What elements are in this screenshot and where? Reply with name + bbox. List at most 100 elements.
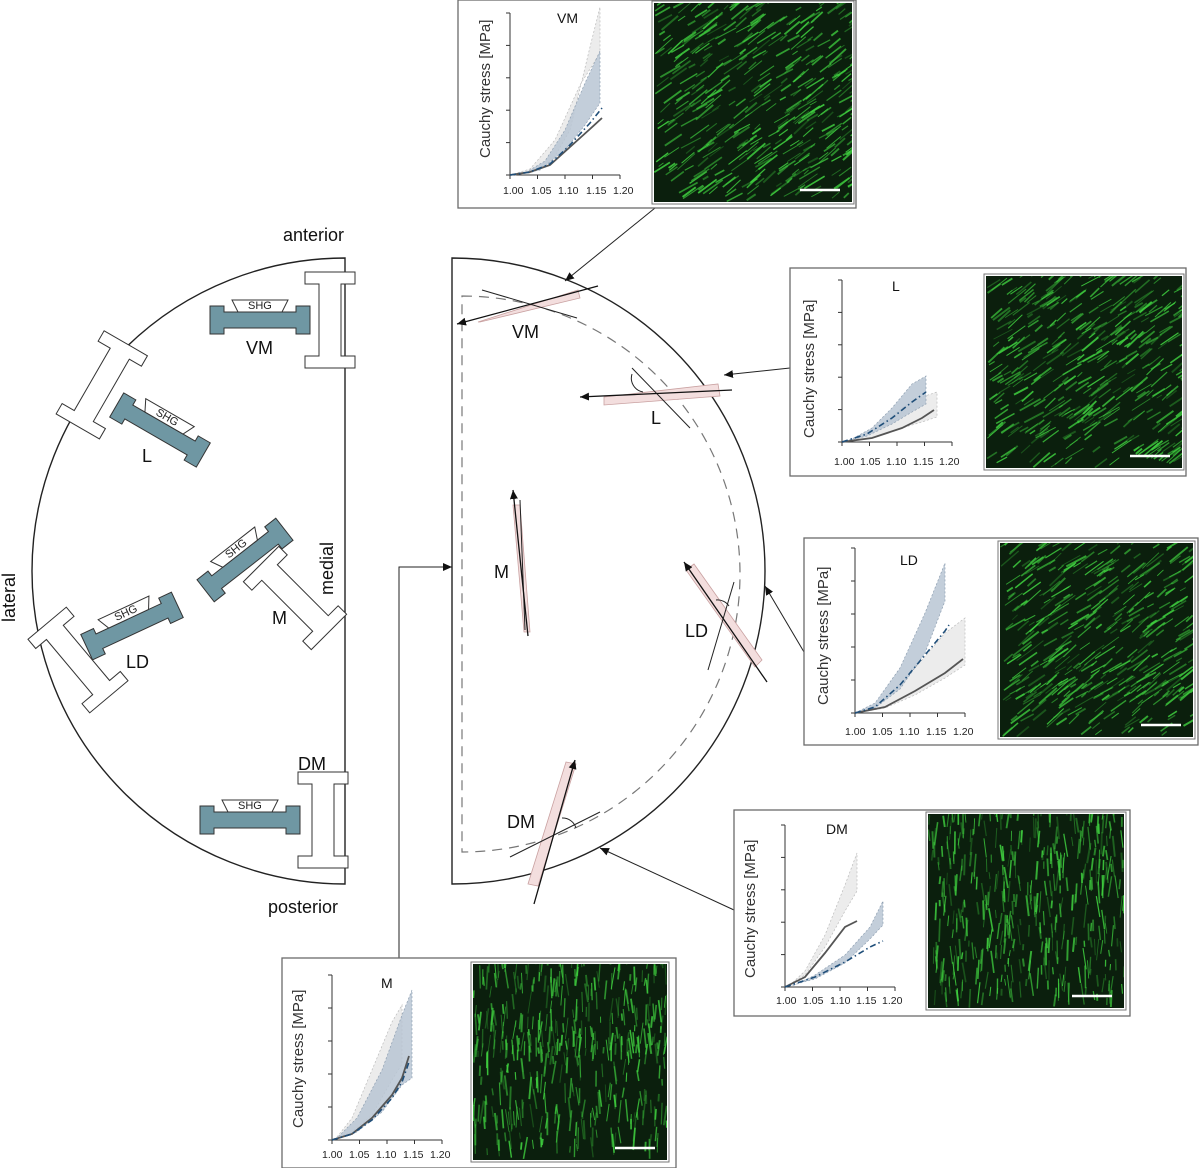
fiber-strand — [541, 1049, 543, 1062]
fiber-strand — [1125, 350, 1138, 358]
fiber-strand — [1173, 455, 1182, 463]
fiber-strand — [576, 1055, 580, 1066]
fiber-strand — [1132, 410, 1146, 421]
fiber-strand — [703, 8, 719, 19]
fiber-strand — [775, 182, 782, 188]
fiber-strand — [1049, 319, 1057, 327]
fiber-strand — [1162, 609, 1175, 618]
fiber-strand — [996, 377, 1005, 384]
fiber-strand — [1001, 864, 1004, 876]
orientation-dm-axis — [509, 811, 601, 858]
fiber-strand — [1178, 686, 1185, 693]
fiber-strand — [1146, 408, 1154, 414]
fiber-strand — [550, 976, 553, 999]
fiber-strand — [1027, 319, 1039, 328]
fiber-strand — [1056, 294, 1067, 303]
fiber-strand — [1159, 417, 1178, 432]
fiber-strand — [1040, 293, 1047, 299]
fiber-strand — [1150, 333, 1162, 346]
fiber-strand — [938, 918, 941, 942]
fiber-strand — [707, 3, 715, 9]
fiber-strand — [1000, 403, 1010, 411]
fiber-strand — [688, 89, 708, 106]
fiber-strand — [684, 165, 694, 171]
fiber-strand — [1120, 624, 1131, 633]
fiber-strand — [613, 1066, 618, 1085]
fiber-strand — [630, 983, 634, 995]
fiber-strand — [990, 950, 995, 974]
fiber-strand — [752, 52, 762, 60]
fiber-strand — [1167, 423, 1181, 435]
fiber-strand — [826, 130, 835, 137]
fiber-strand — [709, 146, 724, 157]
fiber-strand — [736, 25, 750, 33]
fiber-strand — [1157, 441, 1170, 452]
fiber-strand — [1085, 580, 1101, 591]
fiber-strand — [601, 1063, 604, 1078]
fiber-strand — [1135, 690, 1147, 699]
fiber-strand — [726, 179, 741, 194]
fiber-strand — [655, 152, 669, 163]
fiber-strand — [1179, 368, 1182, 372]
fiber-strand — [1004, 309, 1019, 318]
fiber-strand — [1109, 990, 1113, 1008]
fiber-strand — [1104, 814, 1108, 829]
fiber-strand — [487, 1034, 491, 1052]
fiber-strand — [1136, 671, 1157, 684]
fiber-strand — [515, 1106, 518, 1128]
panel-m-xtick-1: 1.05 — [349, 1149, 370, 1161]
fiber-strand — [787, 34, 800, 43]
fiber-strand — [1141, 363, 1150, 370]
fiber-strand — [690, 42, 704, 54]
fiber-strand — [1101, 978, 1105, 993]
fiber-strand — [939, 961, 943, 984]
fiber-strand — [501, 1109, 505, 1129]
fiber-strand — [741, 32, 754, 43]
fiber-strand — [1013, 851, 1017, 866]
fiber-strand — [677, 15, 686, 22]
fiber-strand — [1115, 646, 1124, 654]
fiber-strand — [946, 814, 950, 828]
fiber-strand — [542, 1081, 546, 1100]
fiber-strand — [1085, 611, 1097, 619]
fiber-strand — [1095, 338, 1116, 351]
fiber-strand — [1169, 647, 1177, 653]
fiber-strand — [501, 964, 504, 970]
specimen-l-label: L — [142, 446, 152, 466]
fiber-strand — [1138, 331, 1146, 339]
fiber-strand — [1001, 846, 1005, 862]
fiber-strand — [1079, 830, 1082, 854]
fiber-strand — [1071, 836, 1074, 847]
fiber-strand — [1051, 680, 1069, 696]
fiber-strand — [974, 946, 978, 959]
fiber-strand — [1088, 543, 1098, 551]
fiber-strand — [1022, 581, 1042, 596]
fiber-strand — [1022, 643, 1033, 652]
fiber-strand — [684, 102, 695, 112]
fiber-strand — [1007, 425, 1023, 438]
lateral-label: lateral — [0, 573, 19, 622]
fiber-strand — [797, 77, 814, 89]
fiber-strand — [1157, 341, 1168, 350]
fiber-strand — [1090, 670, 1100, 677]
fiber-strand — [1063, 690, 1071, 697]
fiber-strand — [1103, 411, 1112, 417]
fiber-strand — [1102, 867, 1108, 888]
fiber-strand — [1154, 302, 1172, 318]
fiber-strand — [1080, 692, 1087, 698]
fiber-strand — [702, 179, 724, 195]
fiber-strand — [1049, 880, 1053, 897]
fiber-strand — [933, 989, 936, 1006]
fiber-strand — [1014, 573, 1034, 589]
confidence-band-dark — [514, 50, 601, 176]
fiber-strand — [519, 1132, 521, 1139]
panel-dm-micrograph — [925, 811, 1127, 1011]
fiber-strand — [1096, 558, 1114, 571]
fiber-strand — [1169, 315, 1182, 324]
fiber-strand — [996, 987, 999, 1000]
fiber-strand — [1138, 715, 1149, 724]
fiber-strand — [1092, 379, 1112, 394]
fiber-strand — [1120, 564, 1131, 573]
fiber-strand — [1109, 326, 1124, 336]
fiber-strand — [1152, 276, 1159, 280]
